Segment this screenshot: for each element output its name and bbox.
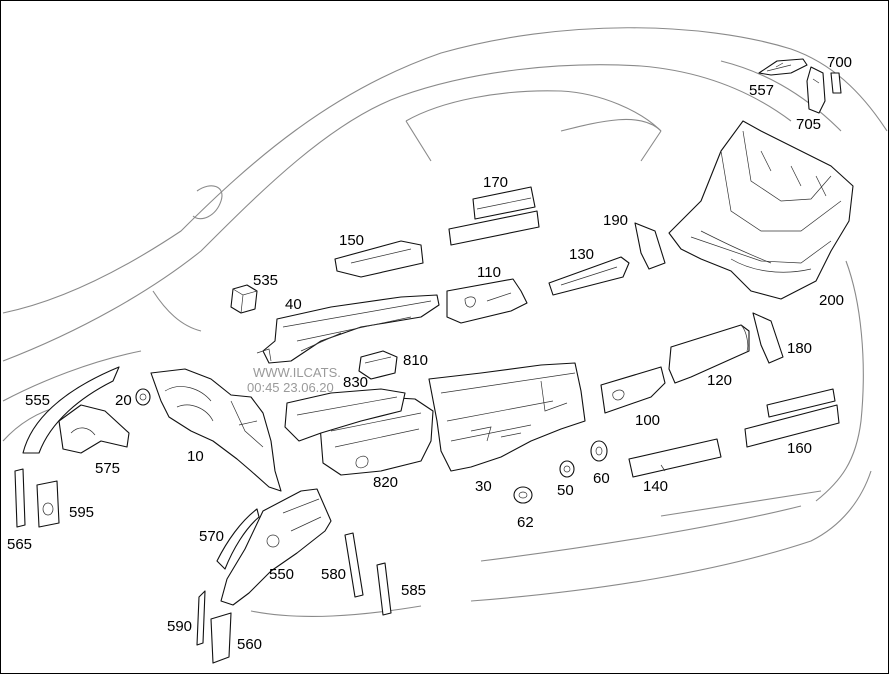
part-705[interactable] [806, 66, 826, 114]
label-200[interactable]: 200 [819, 292, 844, 309]
label-570[interactable]: 570 [199, 528, 224, 545]
label-30[interactable]: 30 [475, 478, 492, 495]
part-585[interactable] [376, 562, 392, 616]
label-555[interactable]: 555 [25, 392, 50, 409]
part-575[interactable] [58, 404, 130, 454]
label-830[interactable]: 830 [343, 374, 368, 391]
part-130[interactable] [548, 256, 630, 296]
label-820[interactable]: 820 [373, 474, 398, 491]
label-150[interactable]: 150 [339, 232, 364, 249]
part-700[interactable] [830, 72, 842, 94]
label-550[interactable]: 550 [269, 566, 294, 583]
watermark-line2: 00:45 23.06.20 [247, 380, 334, 395]
label-700[interactable]: 700 [827, 54, 852, 71]
label-585[interactable]: 585 [401, 582, 426, 599]
part-120[interactable] [668, 324, 750, 384]
part-190[interactable] [634, 222, 666, 270]
part-595[interactable] [36, 480, 60, 528]
label-190[interactable]: 190 [603, 212, 628, 229]
label-810[interactable]: 810 [403, 352, 428, 369]
label-565[interactable]: 565 [7, 536, 32, 553]
part-170[interactable] [448, 186, 540, 246]
label-140[interactable]: 140 [643, 478, 668, 495]
label-580[interactable]: 580 [321, 566, 346, 583]
part-200[interactable] [668, 120, 854, 300]
label-535[interactable]: 535 [253, 272, 278, 289]
label-575[interactable]: 575 [95, 460, 120, 477]
part-30[interactable] [428, 362, 586, 472]
label-20[interactable]: 20 [115, 392, 132, 409]
part-160[interactable] [744, 388, 840, 448]
part-830[interactable] [284, 388, 406, 442]
part-560[interactable] [210, 612, 232, 664]
grommet-60[interactable] [590, 440, 608, 462]
part-150[interactable] [334, 240, 424, 278]
callout-labels: 700 557 705 170 190 150 130 535 110 200 … [7, 54, 852, 653]
label-170[interactable]: 170 [483, 174, 508, 191]
label-595[interactable]: 595 [69, 504, 94, 521]
label-110[interactable]: 110 [477, 264, 501, 281]
part-100[interactable] [600, 366, 666, 414]
label-705[interactable]: 705 [796, 116, 821, 133]
label-10[interactable]: 10 [187, 448, 204, 465]
part-590[interactable] [196, 590, 206, 646]
part-110[interactable] [446, 278, 528, 324]
part-810[interactable] [358, 350, 398, 380]
grommet-62[interactable] [513, 486, 533, 504]
label-557[interactable]: 557 [749, 82, 774, 99]
label-560[interactable]: 560 [237, 636, 262, 653]
part-40[interactable] [256, 294, 440, 364]
label-160[interactable]: 160 [787, 440, 812, 457]
part-180[interactable] [752, 312, 784, 364]
label-130[interactable]: 130 [569, 246, 594, 263]
label-180[interactable]: 180 [787, 340, 812, 357]
part-557[interactable] [758, 58, 808, 76]
grommet-50[interactable] [559, 460, 575, 478]
part-535[interactable] [230, 284, 258, 314]
part-140[interactable] [628, 438, 722, 478]
label-590[interactable]: 590 [167, 618, 192, 635]
label-50[interactable]: 50 [557, 482, 574, 499]
part-550[interactable] [220, 488, 332, 606]
label-100[interactable]: 100 [635, 412, 660, 429]
label-60[interactable]: 60 [593, 470, 610, 487]
part-10[interactable] [150, 368, 282, 492]
label-120[interactable]: 120 [707, 372, 732, 389]
grommet-20[interactable] [135, 388, 151, 406]
part-580[interactable] [344, 532, 364, 598]
part-555[interactable] [22, 366, 120, 454]
part-570[interactable] [216, 508, 260, 570]
car-body-outline [2, 27, 888, 617]
watermark-line1: WWW.ILCATS. [253, 365, 341, 380]
label-40[interactable]: 40 [285, 296, 302, 313]
part-565[interactable] [14, 468, 26, 528]
label-62[interactable]: 62 [517, 514, 534, 531]
